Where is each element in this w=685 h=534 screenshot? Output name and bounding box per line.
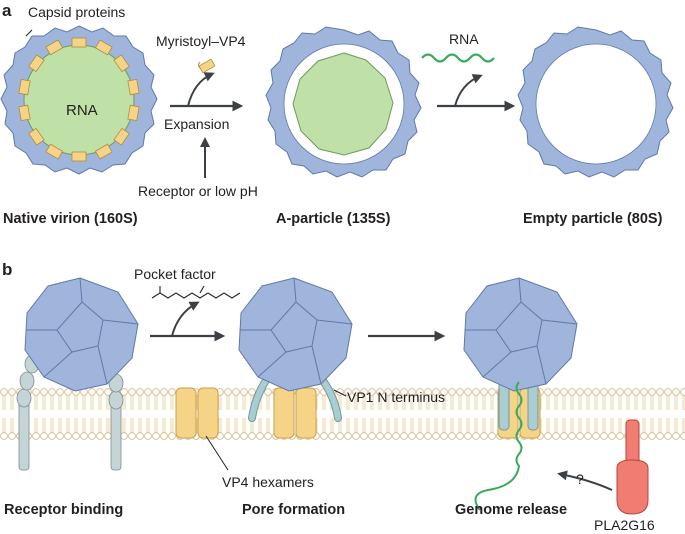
receptor-low-ph-label: Receptor or low pH xyxy=(138,183,258,199)
virion-receptor-binding xyxy=(24,277,139,392)
native-virion xyxy=(0,25,158,175)
receptor-binding-label: Receptor binding xyxy=(4,502,123,518)
a-particle xyxy=(265,26,422,178)
a-particle-rna-core xyxy=(292,52,394,156)
panel-a-letter: a xyxy=(2,1,12,20)
genome-release-label: Genome release xyxy=(455,502,567,518)
vp4-leader-line xyxy=(205,435,229,471)
panel-b-letter: b xyxy=(2,260,12,279)
myristoyl-vp4-label: Myristoyl–VP4 xyxy=(156,33,246,49)
expansion-label: Expansion xyxy=(164,116,229,132)
pla2g16-label: PLA2G16 xyxy=(594,517,655,533)
released-rna-strand xyxy=(421,53,495,63)
capsid-proteins-label: Capsid proteins xyxy=(28,4,125,20)
empty-particle-interior xyxy=(535,43,657,165)
empty-particle-label: Empty particle (80S) xyxy=(523,211,663,227)
pocket-factor-arrow xyxy=(150,285,241,342)
myristoyl-tail xyxy=(198,61,201,69)
myristoyl-vp4-fragment xyxy=(198,59,216,73)
uncoating-arrow xyxy=(421,53,516,112)
vp4-segments xyxy=(18,37,140,162)
lipid-bilayer xyxy=(0,388,685,440)
pore-formation-label: Pore formation xyxy=(242,502,345,518)
vp4-hexamers-label: VP4 hexamers xyxy=(222,474,314,490)
capsid-leader-line xyxy=(25,29,33,37)
expansion-arrow xyxy=(170,72,244,178)
native-virion-label: Native virion (160S) xyxy=(3,211,138,227)
vp1-leader-line xyxy=(333,389,347,397)
empty-particle xyxy=(517,26,674,178)
virion-pore-formation xyxy=(238,277,353,392)
native-rna-label: RNA xyxy=(66,102,98,119)
pocket-factor-label: Pocket factor xyxy=(134,266,216,282)
released-rna-label: RNA xyxy=(449,31,479,47)
virion-genome-release xyxy=(463,277,578,392)
vp4-pore-left xyxy=(175,387,219,439)
genome-rna-strand xyxy=(474,381,523,511)
pla2g16-arrow xyxy=(557,470,613,491)
a-particle-label: A-particle (135S) xyxy=(276,211,391,227)
pla2g16-protein xyxy=(616,419,649,515)
vp1-n-terminus-label: VP1 N terminus xyxy=(347,389,445,405)
vp4-pore-middle xyxy=(273,387,317,439)
question-mark: ? xyxy=(576,471,584,487)
pocket-factor-molecule xyxy=(151,285,241,299)
